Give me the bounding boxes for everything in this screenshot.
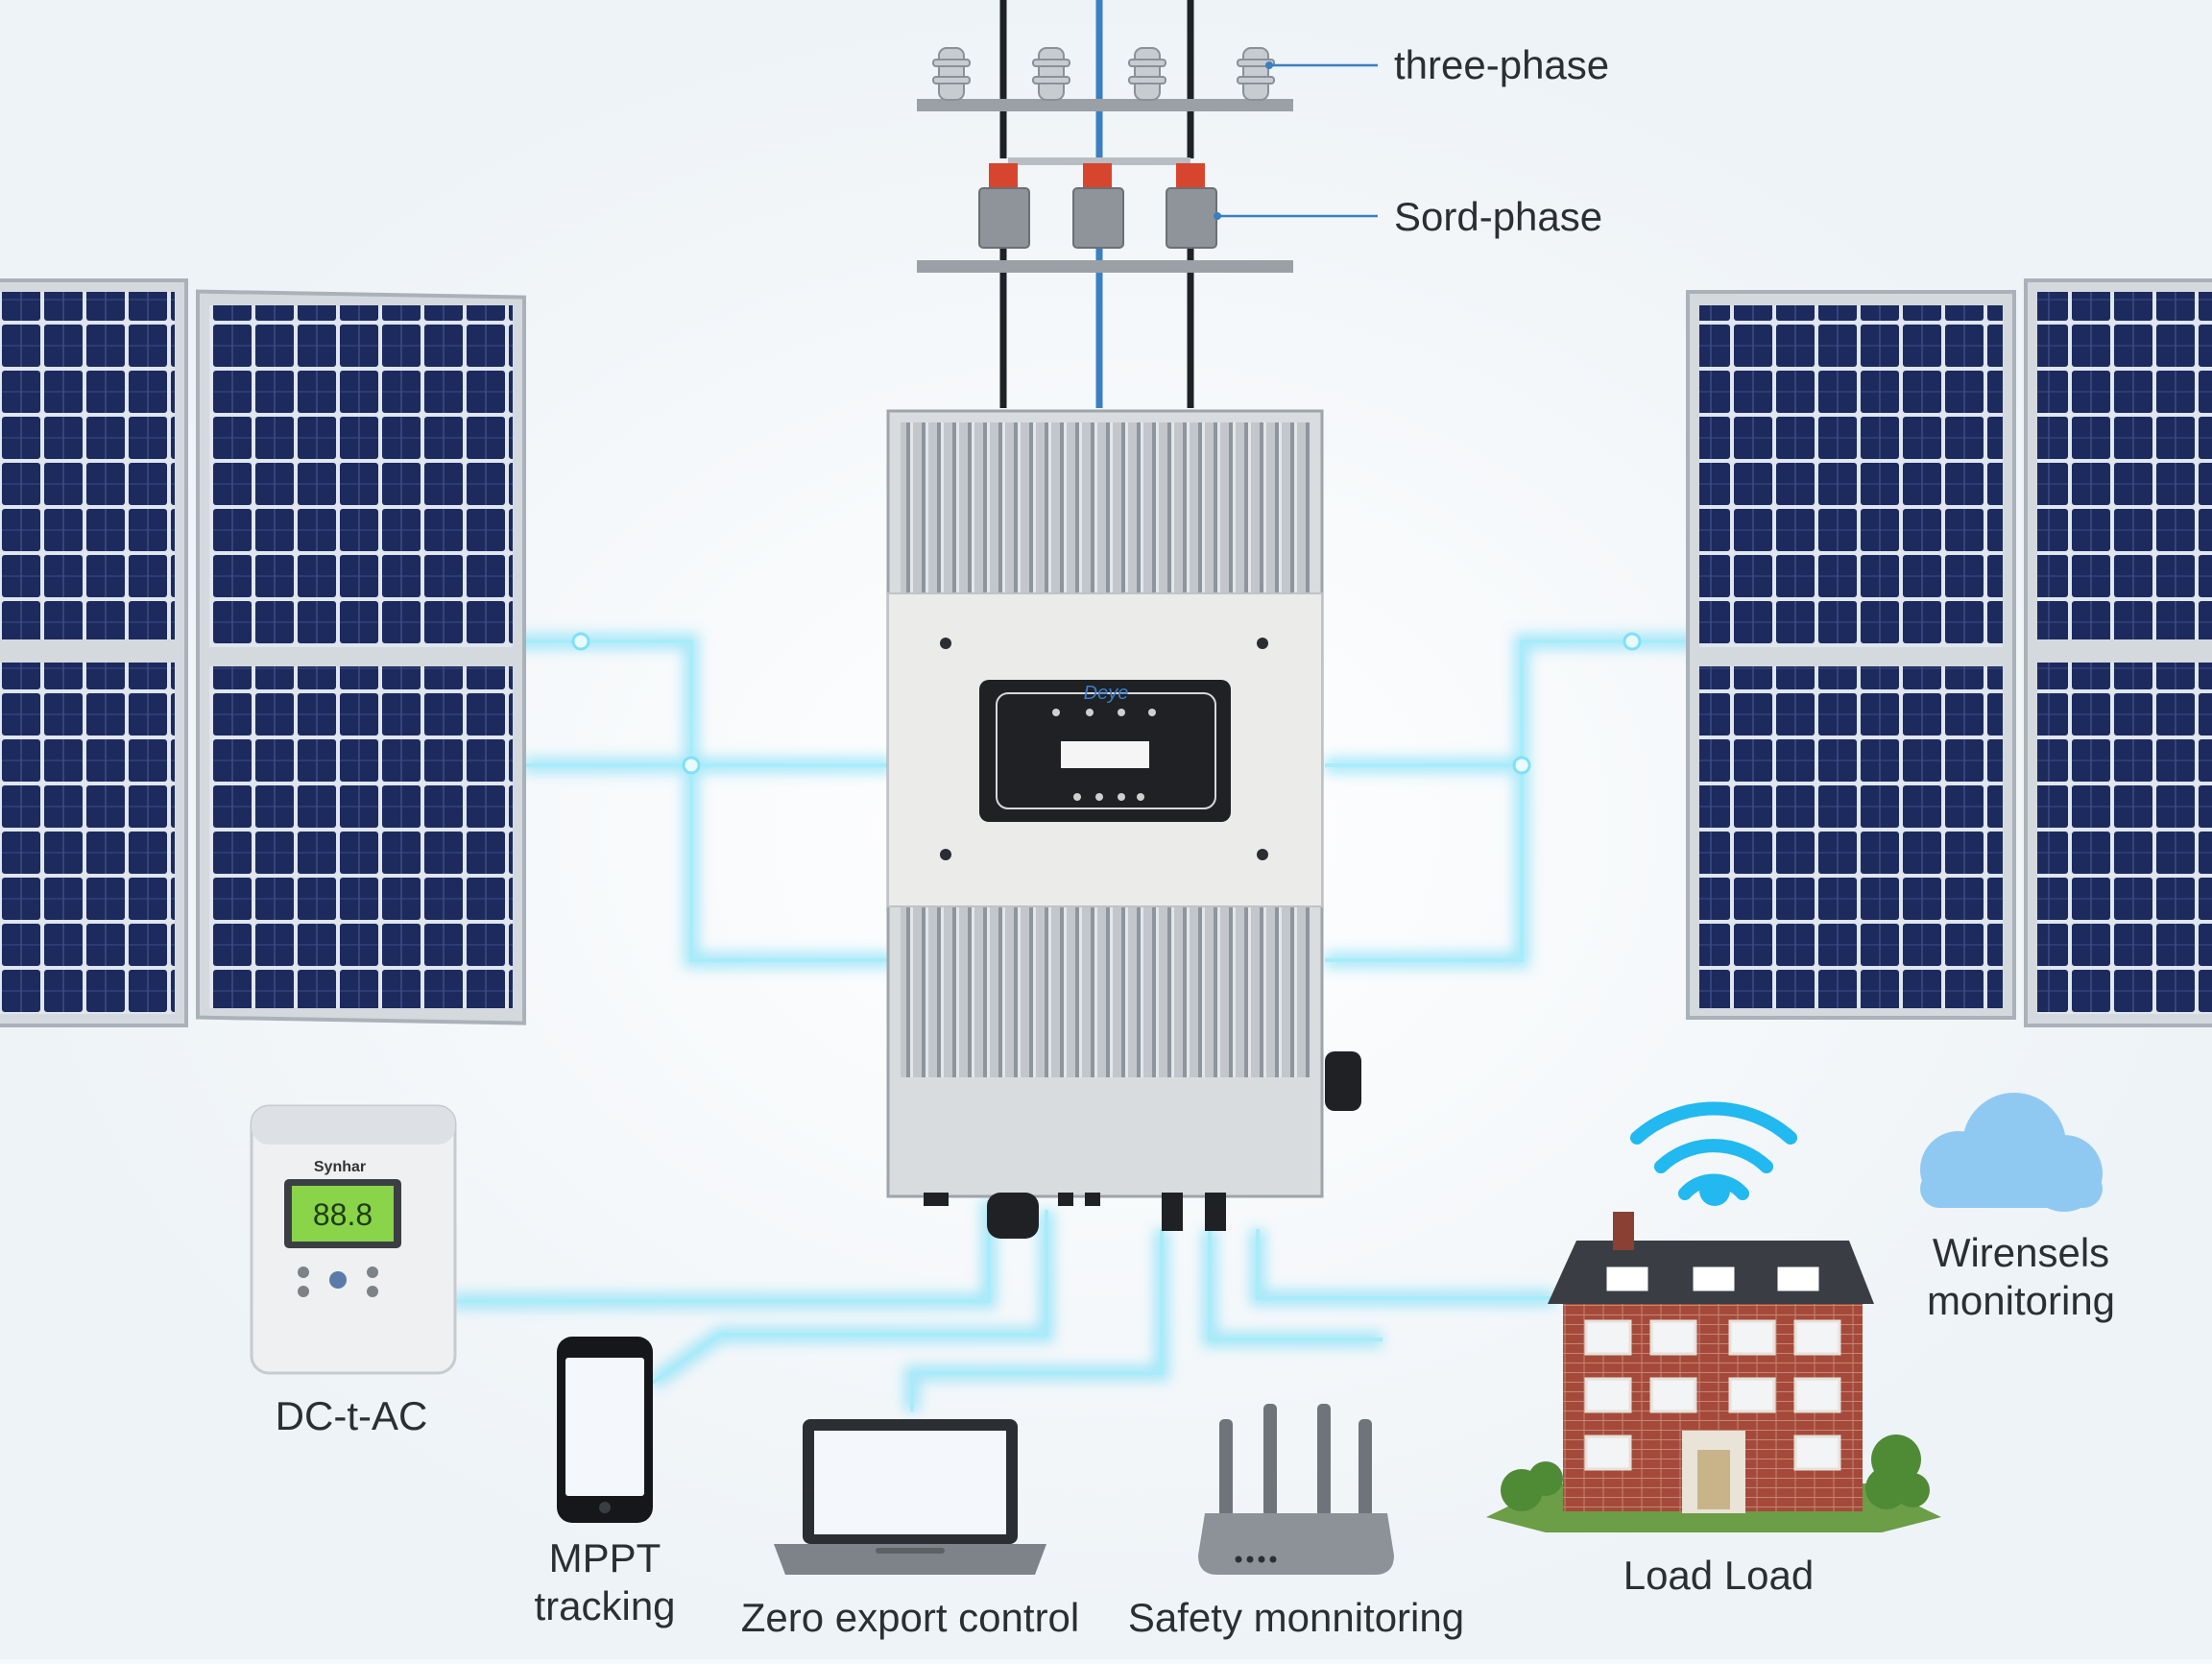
insulator-icon [1237,47,1275,101]
insulator-icon [1128,47,1166,101]
inverter-brand: Deye [1084,683,1129,704]
zero-export-label: Zero export control [740,1595,1080,1640]
solar-panels-left [0,278,526,1027]
breaker-icon [978,163,1030,249]
mppt-label-line1: MPPT [548,1535,661,1580]
breaker-icon [1166,163,1217,249]
connection-lines [451,632,1709,1411]
solar-panel-icon [0,278,188,1027]
wifi-dot [1699,1175,1730,1206]
upper-rail [917,99,1293,111]
meter-brand: Synhar [314,1159,366,1175]
inverter-display [1061,741,1149,768]
smartphone-icon [557,1337,653,1523]
solar-panel-icon [196,289,526,1025]
grid-connection [917,0,1378,408]
three-phase-label: three-phase [1394,42,1610,87]
house-icon [1486,1212,1941,1532]
dc-to-ac-label: DC-t-AC [275,1393,428,1438]
sord-phase-label: Sord-phase [1394,194,1603,239]
wireless-monitoring-label: Wirensels monitoring [1891,1229,2151,1325]
laptop-icon [774,1419,1046,1575]
insulator-icon [932,47,971,101]
solar-panels-right [1686,278,2212,1027]
mppt-label-line2: tracking [534,1583,676,1628]
load-label: Load Load [1623,1553,1815,1598]
energy-meter-icon: Synhar 88.8 [250,1104,457,1375]
breaker-icon [1072,163,1124,249]
safety-monitoring-label: Safety monnitoring [1127,1595,1465,1640]
router-icon [1198,1404,1394,1575]
inverter-icon: Deye [886,409,1361,1239]
wireless-label-line1: Wirensels [1932,1230,2110,1275]
lower-rail [917,260,1293,273]
solar-panel-icon [2024,278,2212,1027]
meter-reading: 88.8 [313,1197,373,1232]
solar-panel-icon [1686,290,2016,1020]
cloud-icon [1920,1093,2103,1212]
meter-display [292,1186,394,1242]
mppt-label: MPPT tracking [490,1534,720,1630]
insulator-icon [1032,47,1070,101]
dc-switch [1325,1051,1361,1111]
wireless-label-line2: monitoring [1926,1278,2116,1323]
